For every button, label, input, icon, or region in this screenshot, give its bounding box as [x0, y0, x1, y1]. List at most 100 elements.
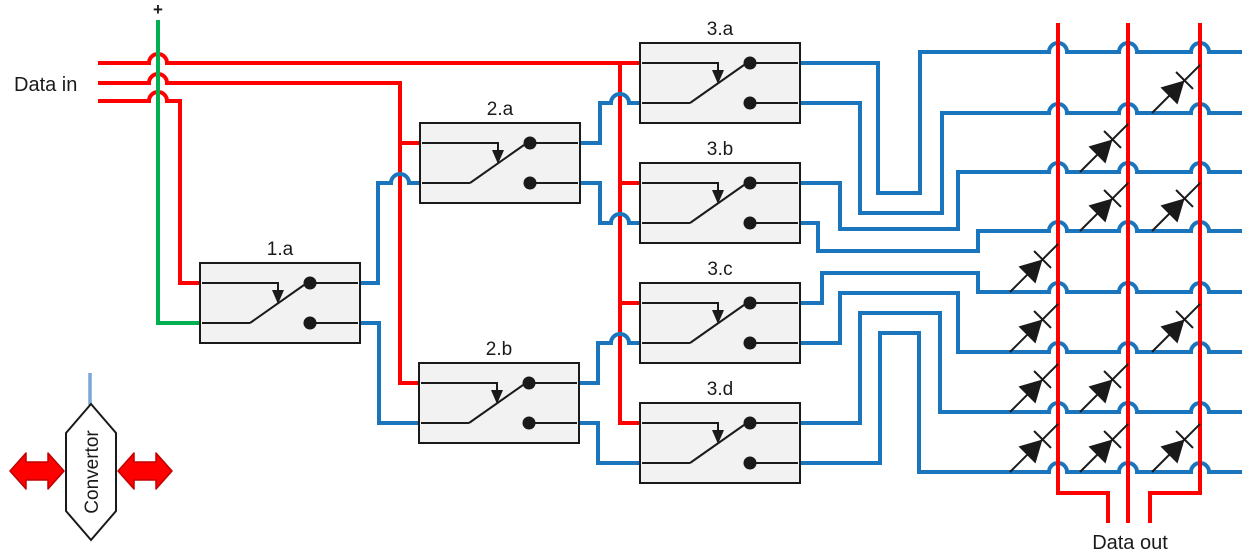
switch-3c-label: 3.c: [707, 259, 732, 280]
diode-row8-col2-icon: [1079, 423, 1129, 473]
matrix-column-wires: [1056, 23, 1202, 523]
diode-row6-col3-icon: [1151, 303, 1201, 353]
switch-3d-body: [639, 402, 801, 484]
diode-cathode-bar: [1175, 430, 1194, 449]
switch-1a: 1.a: [199, 239, 361, 344]
matrix-col-3-wire: [1148, 23, 1202, 523]
throw-a-contact: [303, 276, 317, 290]
matrix-row-wires: [800, 41, 1242, 474]
switch-tree-wires: [358, 92, 640, 465]
switch-2b-body: [418, 362, 580, 444]
diode-row5-col1-icon: [1009, 243, 1059, 293]
throw-a-contact: [523, 136, 537, 150]
switch-2b-label: 2.b: [486, 339, 512, 360]
switch-lever-line: [689, 304, 745, 344]
switch-lever-line: [249, 284, 305, 324]
switch-1a-label: 1.a: [267, 239, 294, 260]
data-line-1-branch-wire: [618, 63, 640, 425]
diode-anode-triangle: [1018, 259, 1043, 284]
diode-row7-col1-icon: [1009, 363, 1059, 413]
switch-3c: 3.c: [639, 259, 801, 364]
wire-1a-out-a: [358, 172, 420, 285]
control-arrow-icon: [272, 290, 284, 304]
switch-3a: 3.a: [639, 19, 801, 124]
wire-2a-out-b: [580, 181, 640, 225]
diode-row7-col2-icon: [1079, 363, 1129, 413]
wire-2b-out-b: [579, 421, 640, 465]
switch-2a: 2.a: [419, 99, 581, 204]
right-double-arrow-icon: [117, 452, 173, 490]
diode-cathode-bar: [1175, 71, 1194, 90]
data-out-label: Data out: [1092, 532, 1168, 554]
diode-anode-triangle: [1088, 379, 1113, 404]
switch-2a-label: 2.a: [487, 99, 514, 120]
diode-row8-col1-icon: [1009, 423, 1059, 473]
diode-anode-triangle: [1088, 139, 1113, 164]
convertor-hexagon: [65, 402, 117, 542]
wire-2a-out-a: [580, 92, 640, 145]
switch-lever-line: [469, 144, 525, 184]
convertor-symbol: Convertor: [9, 373, 173, 542]
control-line: [421, 382, 498, 391]
wire-1a-out-b: [358, 321, 419, 425]
control-arrow-icon: [492, 150, 504, 164]
diode-anode-triangle: [1018, 319, 1043, 344]
convertor-label: Convertor: [82, 430, 103, 514]
throw-b-contact: [743, 336, 757, 350]
control-arrow-icon: [712, 190, 724, 204]
switch-2b: 2.b: [418, 339, 580, 444]
control-arrow-icon: [712, 310, 724, 324]
throw-b-contact: [303, 316, 317, 330]
throw-b-contact: [743, 456, 757, 470]
diode-cathode-bar: [1033, 310, 1052, 329]
diode-matrix: [1009, 64, 1201, 473]
throw-a-contact: [743, 296, 757, 310]
switch-3b: 3.b: [639, 139, 801, 244]
plus-label: +: [153, 0, 163, 19]
matrix-col-1-wire: [1056, 23, 1110, 523]
matrix-row-4-wire: [800, 220, 1242, 253]
switches: 1.a 2.a 2.b 3.a 3.b 3.c 3.d: [199, 19, 801, 484]
left-double-arrow-icon: [9, 452, 65, 490]
switch-lever-line: [468, 384, 524, 424]
diode-anode-triangle: [1088, 198, 1113, 223]
data-line-1-wire: [98, 52, 640, 65]
throw-a-contact: [743, 56, 757, 70]
data-line-2-wire: [98, 72, 419, 385]
switch-3b-label: 3.b: [707, 139, 733, 160]
throw-b-contact: [743, 96, 757, 110]
control-line: [422, 142, 499, 151]
throw-a-contact: [743, 416, 757, 430]
switch-lever-line: [689, 424, 745, 464]
diode-anode-triangle: [1018, 439, 1043, 464]
diode-cathode-bar: [1103, 189, 1122, 208]
diode-anode-triangle: [1160, 439, 1185, 464]
control-line: [642, 302, 719, 311]
control-line: [642, 182, 719, 191]
switch-3a-label: 3.a: [707, 19, 734, 40]
diode-anode-triangle: [1088, 439, 1113, 464]
power-plus-wire: [156, 20, 200, 325]
diode-row6-col1-icon: [1009, 303, 1059, 353]
diode-cathode-bar: [1175, 310, 1194, 329]
diode-cathode-bar: [1103, 430, 1122, 449]
data-in-label: Data in: [14, 74, 77, 96]
diode-anode-triangle: [1018, 379, 1043, 404]
control-arrow-icon: [491, 390, 503, 404]
switch-lever-line: [689, 184, 745, 224]
throw-b-contact: [522, 416, 536, 430]
matrix-row-2-wire: [800, 101, 1242, 215]
switch-3d: 3.d: [639, 379, 801, 484]
control-line: [642, 422, 719, 431]
control-arrow-icon: [712, 70, 724, 84]
throw-b-contact: [523, 176, 537, 190]
control-arrow-icon: [712, 430, 724, 444]
diode-anode-triangle: [1160, 80, 1185, 105]
diode-row8-col3-icon: [1151, 423, 1201, 473]
matrix-row-5-wire: [800, 271, 1242, 305]
diode-anode-triangle: [1160, 319, 1185, 344]
control-line: [642, 62, 719, 71]
switch-lever-line: [689, 64, 745, 104]
switch-3d-label: 3.d: [707, 379, 733, 400]
